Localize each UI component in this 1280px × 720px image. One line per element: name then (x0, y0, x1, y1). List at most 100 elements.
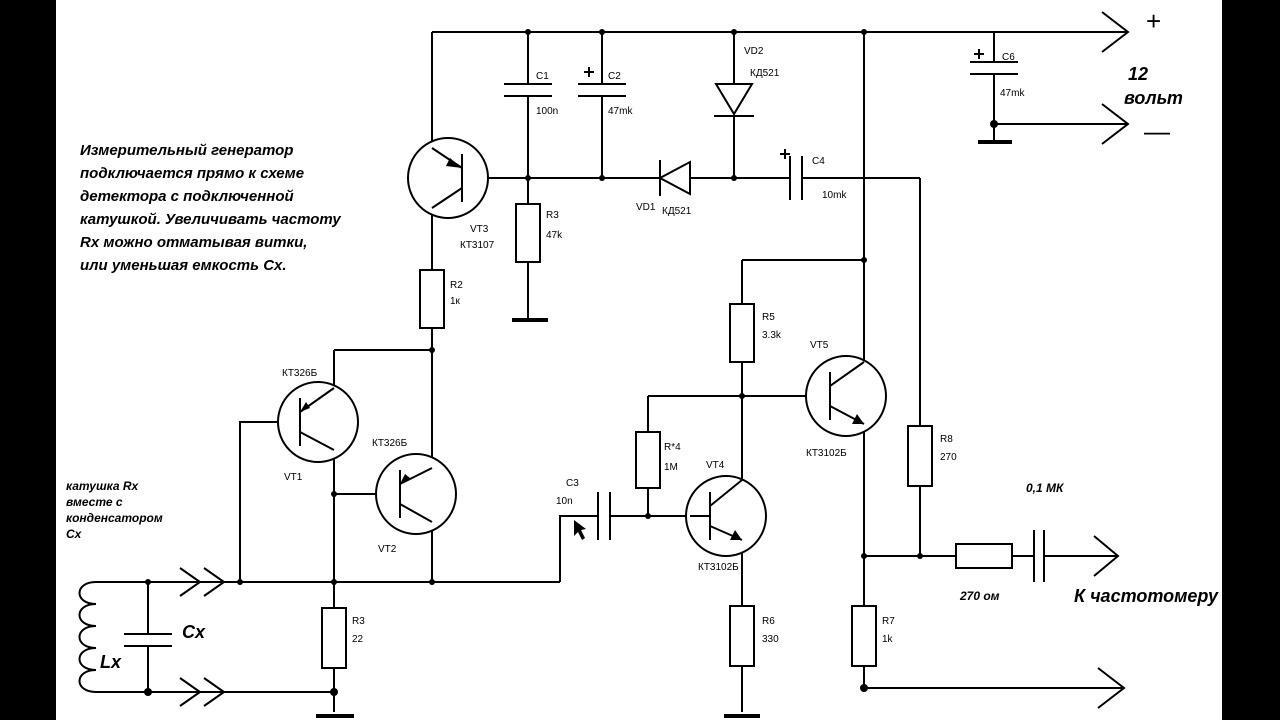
label-vt1-type: КТ326Б (282, 368, 318, 379)
resistor-r5 (729, 303, 755, 363)
output-cap-label: 0,1 МК (1026, 481, 1065, 495)
label-c6-ref: C6 (1002, 52, 1015, 63)
capacitor-c4 (789, 156, 803, 200)
transistors (277, 137, 887, 557)
note-line-5: Rx можно отматывая витки, (80, 234, 307, 251)
capacitor-c2 (578, 83, 626, 97)
label-c3-ref: C3 (566, 478, 579, 489)
label-vt3-type: КТ3107 (460, 240, 495, 251)
capacitor-output (1033, 530, 1045, 582)
note-line-4: катушкой. Увеличивать частоту (80, 211, 341, 228)
note-line-6: или уменьшая емкость Cx. (80, 257, 287, 274)
output-resistor-label: 270 ом (959, 589, 1000, 603)
label-r2-ref: R2 (450, 280, 463, 291)
label-vd2-value: КД521 (750, 68, 780, 79)
wires (96, 11, 1130, 712)
label-vd1-value: КД521 (662, 206, 692, 217)
label-r3a-value: 47k (546, 230, 563, 241)
label-vt1-ref: VT1 (284, 472, 303, 483)
label-c4-value: 10mk (822, 190, 847, 201)
diodes (657, 83, 754, 196)
note-line-2: подключается прямо к схеме (80, 165, 304, 182)
capacitor-cx (124, 633, 172, 647)
label-c2-value: 47mk (608, 106, 633, 117)
label-r3b-value: 22 (352, 634, 364, 645)
label-vt3-ref: VT3 (470, 224, 489, 235)
label-r4-value: 1M (664, 462, 678, 473)
label-c1-value: 100n (536, 106, 558, 117)
capacitor-c3 (597, 492, 611, 540)
label-r5-value: 3.3k (762, 330, 782, 341)
transistor-vt2 (375, 453, 457, 535)
label-vt2-ref: VT2 (378, 544, 397, 555)
mouse-cursor-icon (574, 520, 586, 540)
component-labels: C1 100n C2 47mk C4 10mk C3 10n C6 47mk V… (282, 46, 1025, 645)
junctions (144, 29, 998, 696)
resistor-r6 (729, 605, 755, 667)
label-vt5-type: КТ3102Б (806, 448, 847, 459)
coil-lx (78, 581, 97, 693)
cx-label: Cx (182, 622, 206, 642)
output-labels: 270 ом 0,1 МК К частотомеру (959, 481, 1219, 606)
label-c1-ref: C1 (536, 71, 549, 82)
voltage-unit: вольт (1124, 88, 1183, 108)
power-plus-sign: + (1146, 6, 1161, 36)
transistor-vt4 (685, 475, 767, 557)
svg-text:Cx: Cx (66, 527, 83, 541)
resistor-r7 (851, 605, 877, 667)
resistor-r2 (419, 269, 445, 329)
label-c6-value: 47mk (1000, 88, 1025, 99)
svg-text:катушка Rx: катушка Rx (66, 479, 140, 493)
voltage-number: 12 (1128, 64, 1148, 84)
label-c2-ref: C2 (608, 71, 621, 82)
resistor-r4 (635, 431, 661, 489)
resistor-output (955, 543, 1013, 569)
label-vt2-type: КТ326Б (372, 438, 408, 449)
label-r7-ref: R7 (882, 616, 895, 627)
tank-labels: Cx Lx (100, 622, 206, 672)
label-c3-value: 10n (556, 496, 573, 507)
svg-text:конденсатором: конденсатором (66, 511, 163, 525)
power-minus-sign: — (1144, 116, 1170, 146)
label-r3a-ref: R3 (546, 210, 559, 221)
label-vt4-ref: VT4 (706, 460, 725, 471)
diode-vd1 (657, 160, 691, 196)
label-r3b-ref: R3 (352, 616, 365, 627)
note-line-1: Измерительный генератор (80, 142, 293, 159)
svg-text:вместе с: вместе с (66, 495, 123, 509)
capacitor-c1 (504, 83, 552, 97)
frequency-meter-label: К частотомеру (1074, 586, 1219, 606)
transistor-vt3 (407, 137, 489, 219)
polarity-marks (584, 49, 984, 159)
label-r8-ref: R8 (940, 434, 953, 445)
label-r6-value: 330 (762, 634, 779, 645)
ground-symbols (316, 140, 1012, 718)
lx-label: Lx (100, 652, 122, 672)
resistor-r3-bottom (321, 607, 347, 669)
diode-vd2 (714, 83, 754, 116)
label-r6-ref: R6 (762, 616, 775, 627)
note-line-3: детектора с подключенной (80, 188, 294, 205)
transistor-vt1 (277, 381, 359, 463)
power-labels: + 12 вольт — (1124, 6, 1183, 146)
label-r4-ref: R*4 (664, 442, 681, 453)
capacitors (124, 61, 1045, 647)
label-r8-value: 270 (940, 452, 957, 463)
label-c4-ref: C4 (812, 156, 825, 167)
paper (56, 0, 1222, 720)
capacitor-c6 (970, 61, 1018, 75)
coil-note: катушка Rx вместе с конденсатором Cx (66, 479, 163, 541)
label-r2-value: 1к (450, 296, 461, 307)
transistor-vt5 (805, 355, 887, 437)
description-note: Измерительный генератор подключается пря… (80, 142, 341, 274)
label-r7-value: 1k (882, 634, 894, 645)
label-r5-ref: R5 (762, 312, 775, 323)
label-vd1-ref: VD1 (636, 202, 656, 213)
resistors (321, 203, 1013, 669)
label-vt5-ref: VT5 (810, 340, 829, 351)
label-vd2-ref: VD2 (744, 46, 764, 57)
resistor-r8 (907, 425, 933, 487)
label-vt4-type: КТ3102Б (698, 562, 739, 573)
